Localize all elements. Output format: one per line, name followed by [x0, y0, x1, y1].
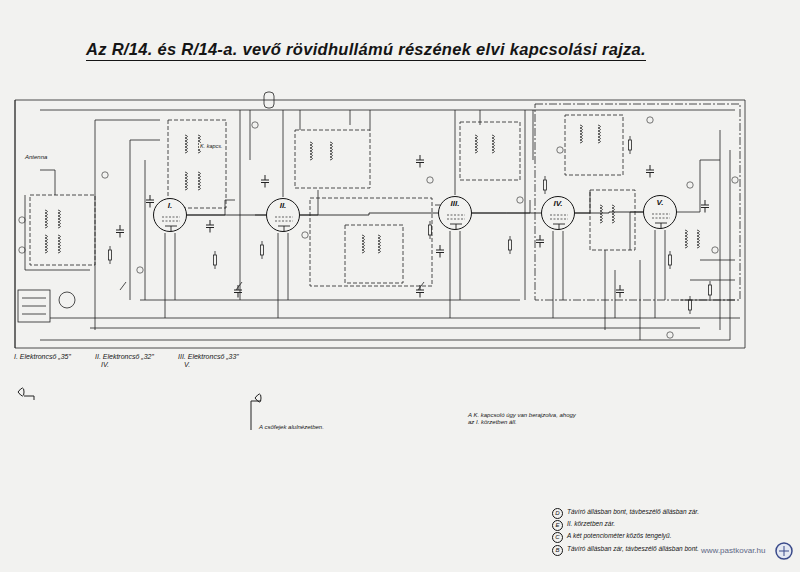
- tube-socket-figure: III. Elektroncső „33”V.: [178, 353, 256, 462]
- tube-number: V.: [644, 199, 676, 207]
- meter-and-switch: [18, 92, 424, 322]
- tube-symbol: IV.: [541, 196, 575, 230]
- tube-number: III.: [439, 200, 471, 208]
- note-label: K. kapcs.: [199, 143, 224, 149]
- bus-wires: [15, 100, 745, 348]
- socket-heading: I. Elektroncső „35”: [14, 353, 88, 361]
- tube-symbol: II.: [266, 198, 300, 232]
- socket-heading: II. Elektroncső „32”: [95, 353, 173, 361]
- tube-number-text: II.: [279, 201, 288, 210]
- signal-wire: [187, 215, 266, 216]
- tube-socket-figure: II. Elektroncső „32”IV.: [95, 353, 173, 462]
- note-label: A csőfejek alulnézetben.: [258, 424, 325, 431]
- diagram-title: Az R/14. és R/14-a. vevő rövidhullámú ré…: [86, 40, 646, 61]
- tube-number: II.: [267, 202, 299, 210]
- socket-subheading: V.: [178, 361, 256, 369]
- socket-drawing: [178, 372, 252, 462]
- tube-number-text: V.: [656, 198, 665, 207]
- tube-symbol: V.: [643, 195, 677, 229]
- tube-symbol: I.: [153, 198, 187, 232]
- tube-number: I.: [154, 202, 186, 210]
- socket-text: II. Elektroncső „32”: [95, 353, 154, 360]
- note-label: A K. kapcsoló úgy van berajzolva, ahogy …: [467, 412, 577, 426]
- socket-heading: III. Elektroncső „33”: [178, 353, 256, 361]
- can-outline: [535, 104, 740, 300]
- callout-letter: B: [552, 545, 563, 556]
- callout-letter: D: [552, 508, 563, 519]
- note-label: II. körzetben zár.: [566, 520, 616, 527]
- socket-text: III. Elektroncső „33”: [178, 353, 239, 360]
- socket-text: I. Elektroncső „35”: [14, 353, 71, 360]
- logo-mark: [776, 543, 792, 559]
- tube-number-text: IV.: [552, 199, 563, 208]
- tube-symbol: III.: [438, 196, 472, 230]
- socket-drawing: [95, 372, 169, 462]
- terminal-circles: [19, 117, 738, 338]
- note-label: A két potenciométer közös tengelyű.: [566, 532, 673, 539]
- callout-letter: E: [552, 520, 563, 531]
- note-label: Távíró állásban zár, távbeszélő állásban…: [566, 545, 700, 552]
- tube-socket-figure: I. Elektroncső „35”: [14, 353, 88, 453]
- shield-boxes: [30, 115, 635, 286]
- socket-subheading: IV.: [95, 361, 173, 369]
- callout-letter: C: [552, 532, 563, 543]
- note-label: Antenna: [24, 154, 48, 161]
- signal-wire: [472, 213, 541, 214]
- socket-text: V.: [184, 361, 190, 368]
- signal-wire: [300, 213, 438, 215]
- resistor-symbols: [109, 136, 712, 314]
- tube-number-text: I.: [167, 201, 173, 210]
- headphone-symbols: [18, 388, 261, 430]
- signal-wire: [575, 212, 643, 213]
- watermark: www.pastkovar.hu: [700, 546, 766, 555]
- socket-drawing: [14, 363, 88, 453]
- socket-text: IV.: [101, 361, 109, 368]
- tube-number-text: III.: [450, 199, 461, 208]
- note-label: Távíró állásban bont, távbeszélő állásba…: [566, 508, 700, 515]
- coil-symbols: [45, 125, 700, 253]
- capacitor-symbols: [116, 155, 709, 298]
- tube-number: IV.: [542, 200, 574, 208]
